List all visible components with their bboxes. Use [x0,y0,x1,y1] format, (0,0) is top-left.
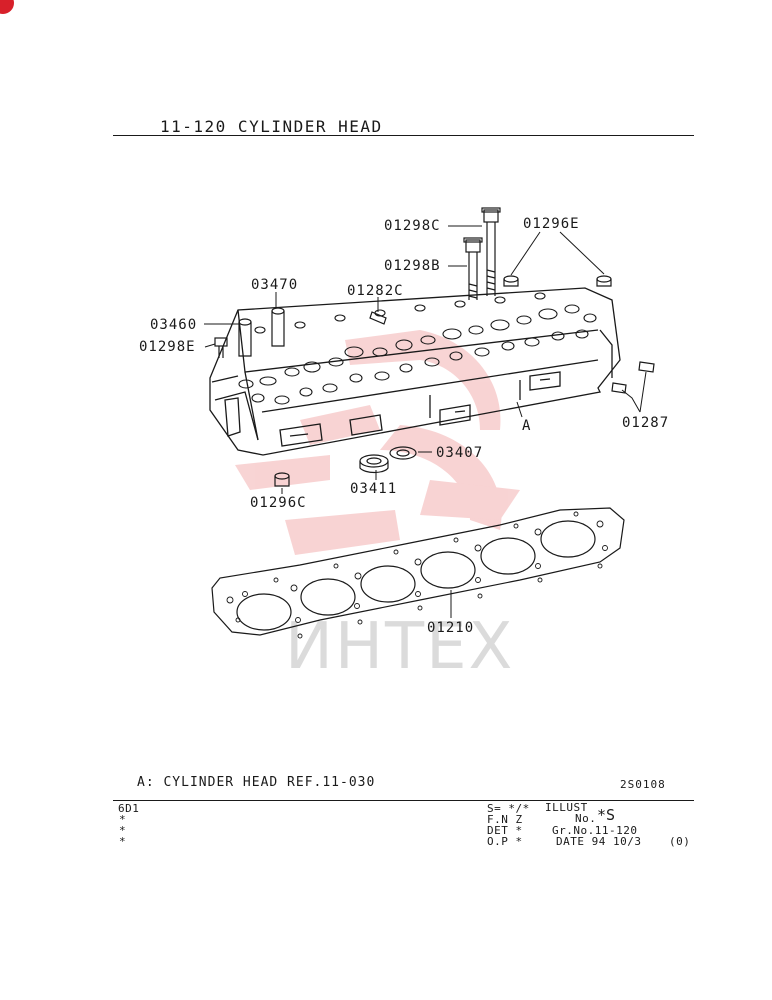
label-01210: 01210 [427,620,475,636]
label-01298E: 01298E [139,339,196,355]
group-number: Gr.No.11-120 [552,824,638,837]
seal-03407 [389,446,417,460]
plug-01296C [274,472,290,487]
label-03470: 03470 [251,277,299,293]
illust-label: ILLUST [545,801,588,814]
plug-01298E [214,337,228,358]
bolt-01298B [463,237,483,300]
label-ref-a: A [522,418,532,434]
label-03460: 03460 [150,317,198,333]
label-03407: 03407 [436,445,484,461]
label-03411: 03411 [350,481,398,497]
watermark-text: ИНТЕХ [285,610,515,684]
page-title: 11-120 CYLINDER HEAD [160,117,383,136]
seal-03411 [359,454,389,474]
cylinder-head-drawing [209,287,621,456]
model-code: 6D1 [118,802,140,815]
det-field: DET * [487,824,523,837]
label-01287: 01287 [622,415,670,431]
reference-note: A: CYLINDER HEAD REF.11-030 [137,775,376,790]
illust-number: *S [597,806,616,824]
s-field: S= */* [487,802,530,815]
pin-01287 [611,361,655,394]
title-divider [113,135,694,136]
corner-badge [0,0,14,14]
footer-divider [113,800,694,801]
illustration-id: 2S0108 [620,778,666,791]
op-field: O.P * [487,835,523,848]
label-01282C: 01282C [347,283,404,299]
head-gasket-drawing [211,507,625,639]
label-01298C: 01298C [384,218,441,234]
illust-no-label: No. [575,812,597,825]
stud-01282C [369,311,387,325]
bolt-01298C [481,207,501,296]
star-marker: * [119,824,127,837]
watermark-logo [235,330,520,555]
label-01296E: 01296E [523,216,580,232]
label-01296C: 01296C [250,495,307,511]
leader-lines [204,225,647,618]
label-01298B: 01298B [384,258,441,274]
revision: (0) [669,835,691,848]
star-marker: * [119,835,127,848]
star-marker: * [119,813,127,826]
issue-date: DATE 94 10/3 [556,835,642,848]
pin-03470 [271,307,285,347]
fnz-field: F.N Z [487,813,523,826]
washer-01296E [503,275,612,287]
pin-03460 [238,318,252,357]
